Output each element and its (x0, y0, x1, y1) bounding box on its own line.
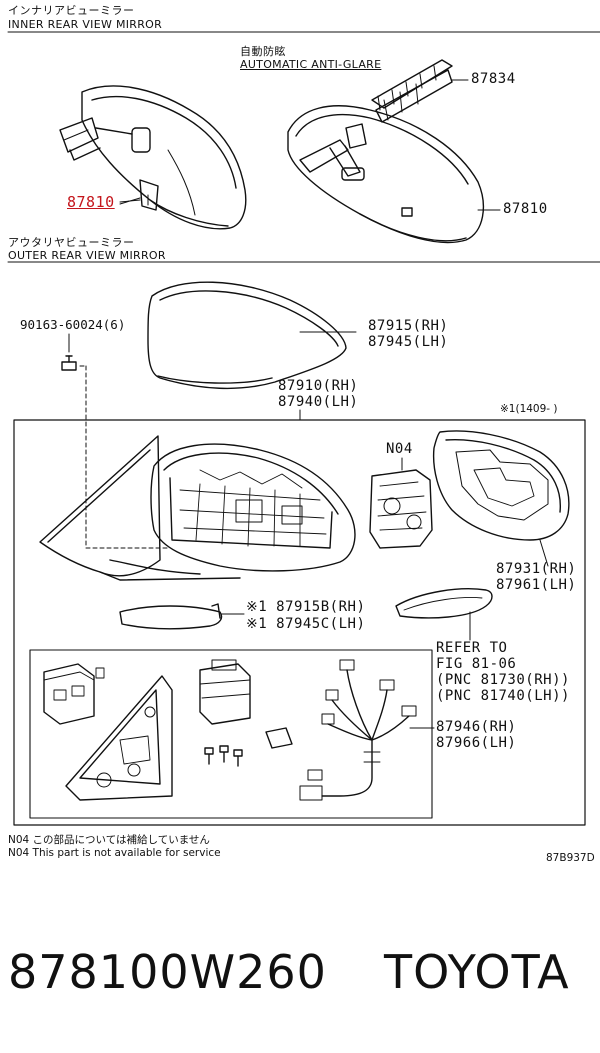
n04-label: N04 (386, 441, 413, 457)
turn-signal-lamp (119, 603, 223, 630)
mirror-glass (432, 430, 570, 541)
outer-title-en: OUTER REAR VIEW MIRROR (8, 249, 166, 262)
mirror-housing (150, 443, 356, 572)
refer-line-1: REFER TO (436, 640, 508, 656)
harness-kit-frame (29, 649, 433, 819)
screws (204, 745, 243, 767)
auto-antiglare-jp: 自動防眩 (240, 45, 286, 58)
bolt-90163 (61, 355, 77, 371)
note-en: N04 This part is not available for servi… (8, 847, 221, 859)
part-87915b-rh[interactable]: ※1 87915B(RH) (246, 599, 366, 615)
part-87940-lh[interactable]: 87940(LH) (278, 394, 359, 410)
part-87810-highlight[interactable]: 87810 (67, 193, 115, 211)
outer-title-jp: アウタリヤビューミラー (8, 236, 135, 249)
part-87945-lh[interactable]: 87945(LH) (368, 334, 449, 350)
refer-line-3[interactable]: (PNC 81730(RH)) (436, 672, 570, 688)
part-87946-rh[interactable]: 87946(RH) (436, 719, 517, 735)
inner-title-en: INNER REAR VIEW MIRROR (8, 18, 163, 31)
side-lamp-cover (395, 588, 493, 619)
part-87966-lh[interactable]: 87966(LH) (436, 735, 517, 751)
part-87961-lh[interactable]: 87961(LH) (496, 577, 577, 593)
auto-antiglare-en: AUTOMATIC ANTI-GLARE (240, 58, 382, 71)
part-87810[interactable]: 87810 (503, 201, 548, 217)
actuator (199, 659, 251, 725)
date-note: ※1(1409- ) (500, 403, 558, 415)
refer-line-4[interactable]: (PNC 81740(LH)) (436, 688, 570, 704)
part-87910-rh[interactable]: 87910(RH) (278, 378, 359, 394)
figure-code: 87B937D (546, 852, 595, 864)
wire-harness (299, 659, 417, 801)
footer-brand: TOYOTA (384, 945, 570, 999)
note-jp: N04 この部品については補給していません (8, 834, 210, 846)
part-87945c-lh[interactable]: ※1 87945C(LH) (246, 616, 366, 632)
inner-mirror-right (287, 59, 485, 244)
base-plate (65, 675, 173, 801)
outer-mirror-cover (147, 281, 347, 390)
part-87931-rh[interactable]: 87931(RH) (496, 561, 577, 577)
footer-part-number: 878100W260 (8, 945, 327, 999)
small-clip (265, 727, 293, 749)
inner-title-jp: インナリアビューミラー (8, 4, 135, 17)
door-base (39, 435, 241, 581)
connector-block (43, 663, 105, 725)
refer-line-2[interactable]: FIG 81-06 (436, 656, 517, 672)
part-87915-rh[interactable]: 87915(RH) (368, 318, 449, 334)
mirror-motor-n04 (369, 469, 433, 549)
part-87834[interactable]: 87834 (471, 71, 516, 87)
part-90163-bolt[interactable]: 90163-60024(6) (20, 317, 126, 332)
